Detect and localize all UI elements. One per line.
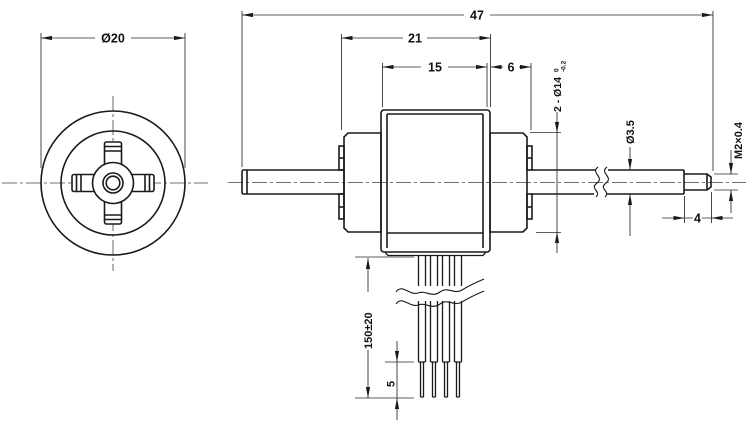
extension-lines xyxy=(40,11,738,399)
right-mount-tabs xyxy=(526,145,533,220)
dim-body-plus-bearing: 21 xyxy=(408,32,422,46)
wire-break-symbol xyxy=(395,278,485,307)
svg-text:2 - Ø14: 2 - Ø14 xyxy=(552,77,564,112)
front-shaft-hole-inner xyxy=(105,175,121,191)
dim-overall-length: 47 xyxy=(470,9,484,23)
dim-body-length: 15 xyxy=(428,61,442,75)
dim-bearing-diameter: 2 - Ø14 0 -0.2 xyxy=(552,60,568,112)
side-view xyxy=(228,109,746,398)
dimensions: Ø20 47 21 15 6 4 2 - Ø14 0 -0.2 Ø3.5 M2×… xyxy=(40,9,745,420)
dim-thread-spec: M2×0.4 xyxy=(733,121,745,159)
dim-bearing-tol-upper: 0 xyxy=(554,68,561,72)
svg-text:M2×0.4: M2×0.4 xyxy=(733,121,745,159)
dim-bearing-width: 6 xyxy=(508,61,515,75)
left-shaft xyxy=(241,169,345,195)
dim-shaft-diameter: Ø3.5 xyxy=(625,120,637,144)
dim-front-outer-diameter: Ø20 xyxy=(101,32,125,46)
front-shaft-hole-outer xyxy=(102,172,124,194)
dim-lead-length: 150±20 xyxy=(363,312,375,349)
lead-wires xyxy=(417,256,463,398)
svg-text:5: 5 xyxy=(386,381,398,387)
front-bearing-circle xyxy=(60,130,166,236)
shaft-break-symbol xyxy=(593,166,609,198)
dimension-arrows xyxy=(41,12,734,409)
right-shaft xyxy=(532,169,685,195)
svg-text:150±20: 150±20 xyxy=(363,312,375,349)
dim-thread-length: 4 xyxy=(694,212,701,226)
front-view xyxy=(2,96,208,271)
front-outer-circle xyxy=(40,110,186,256)
svg-text:Ø3.5: Ø3.5 xyxy=(625,120,637,144)
shaft-thread-end xyxy=(684,173,712,191)
front-hub-circle xyxy=(91,161,135,205)
dim-bearing-tol-lower: -0.2 xyxy=(561,60,568,72)
right-bearing-housing xyxy=(489,132,528,233)
dim-lead-strip-length: 5 xyxy=(386,381,398,387)
